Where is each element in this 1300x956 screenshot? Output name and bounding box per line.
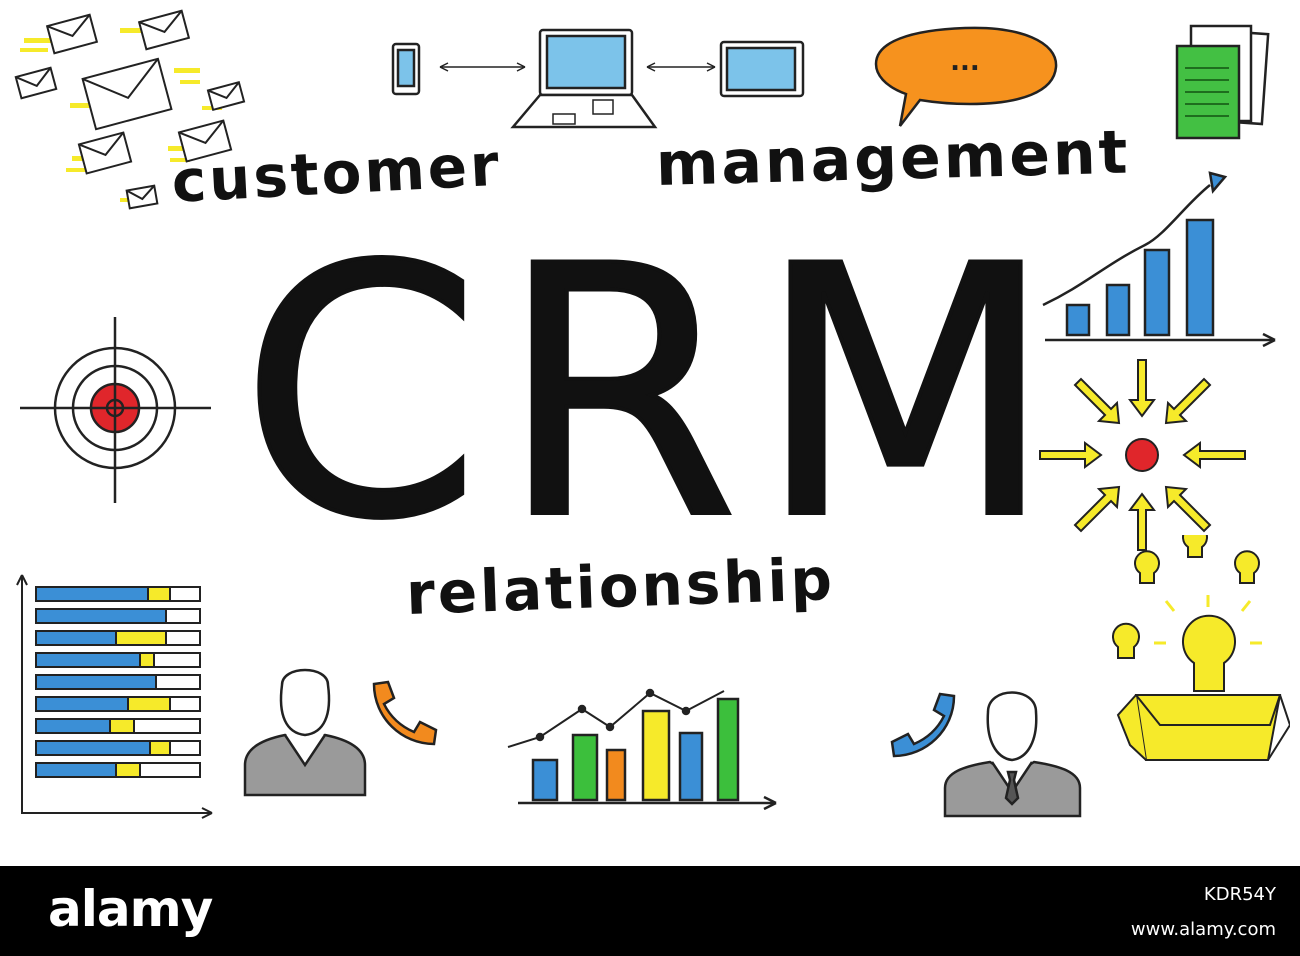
speech-bubble-text: ... (950, 47, 980, 77)
footer-info: KDR54Y www.alamy.com (1131, 884, 1276, 940)
man-avatar-icon (943, 691, 1082, 818)
woman-avatar-icon (243, 668, 367, 797)
word-relationship: relationship (405, 545, 837, 628)
phone-icon (890, 692, 956, 758)
phone-icon (372, 680, 438, 746)
speech-bubble-icon: ... (874, 26, 1058, 127)
crm-sketch-canvas: ... customer management (14, 9, 1290, 819)
image-id: KDR54Y (1203, 884, 1276, 905)
target-icon (20, 317, 211, 503)
growth-chart-icon (1042, 171, 1276, 348)
footer-bar: alamy KDR54Y www.alamy.com (0, 866, 1300, 956)
envelope-icon (14, 9, 246, 210)
bar-line-chart-icon (507, 688, 777, 810)
documents-icon (1175, 24, 1270, 140)
lightbulb-icon (1112, 535, 1290, 761)
footer-site-link[interactable]: www.alamy.com (1130, 919, 1276, 940)
converging-arrows-icon (1039, 359, 1246, 551)
horizontal-bar-chart-icon (16, 574, 213, 819)
word-crm: CRM (238, 194, 1073, 595)
footer-logo: alamy (48, 880, 213, 938)
devices-icon (391, 28, 805, 129)
